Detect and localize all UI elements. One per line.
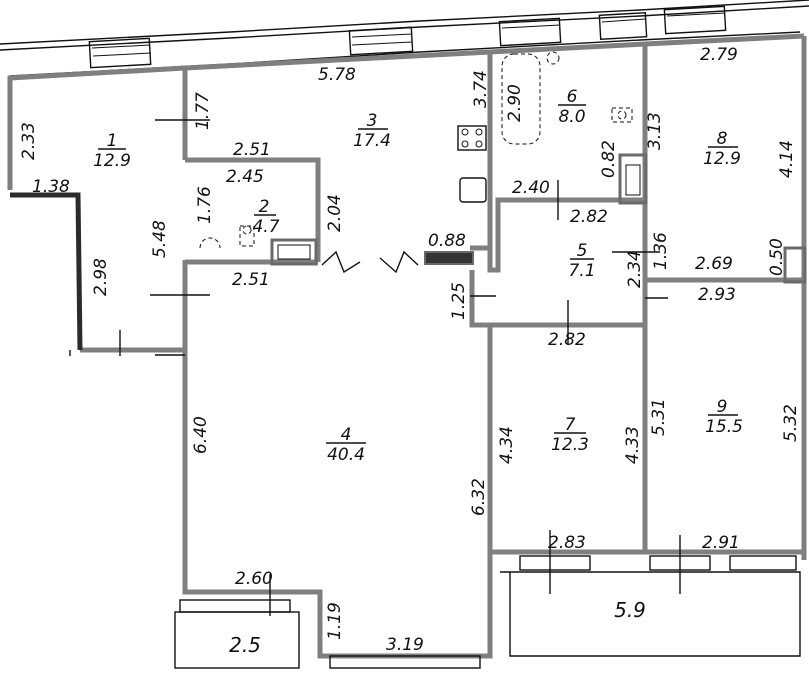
room-label-1: 1 12.9 (93, 131, 131, 171)
svg-text:8: 8 (717, 129, 728, 149)
svg-text:3: 3 (367, 111, 378, 131)
window (663, 5, 727, 35)
dim-label: 1.19 (325, 602, 345, 640)
room-label-3: 3 17.4 (353, 111, 391, 151)
dim-label: 0.88 (428, 231, 466, 251)
inner-walls (185, 52, 807, 552)
dim-label: 2.93 (698, 285, 736, 305)
room-label-5: 5 7.1 (568, 241, 595, 281)
dim-label: 4.14 (777, 140, 797, 178)
balcony-label-right: 5.9 (614, 598, 646, 622)
room-label-8: 8 12.9 (703, 129, 741, 169)
outer-walls (7, 33, 807, 659)
svg-text:2.5: 2.5 (229, 633, 261, 657)
dimension-labels-vertical: 3.74 2.90 2.33 1.77 1.76 5.48 2.04 3.13 … (19, 70, 801, 640)
vent (424, 251, 474, 265)
dim-label: 2.45 (226, 167, 264, 187)
balcony-label-left: 2.5 (229, 633, 261, 657)
dim-label: 2.82 (548, 330, 586, 350)
svg-text:12.9: 12.9 (93, 151, 131, 171)
dim-label: 3.74 (471, 70, 491, 108)
dim-label: 2.51 (232, 270, 270, 290)
dim-label: 5.32 (781, 404, 801, 442)
room-label-4: 4 40.4 (326, 425, 366, 465)
dim-label: 2.34 (625, 250, 645, 288)
svg-text:7: 7 (565, 415, 576, 435)
toilet-2 (199, 225, 255, 249)
dim-label: 2.51 (233, 140, 271, 160)
dim-label: 2.79 (700, 45, 738, 65)
dim-label: 5.78 (318, 65, 356, 85)
balcony-left (174, 599, 300, 669)
window (498, 17, 562, 47)
bathtub (501, 51, 560, 145)
dim-label: 1.76 (195, 186, 215, 224)
window (88, 37, 152, 69)
dim-label: 3.13 (645, 112, 665, 150)
svg-text:15.5: 15.5 (705, 417, 743, 437)
shaft (270, 238, 318, 266)
svg-text:2: 2 (259, 197, 270, 217)
dim-label: 6.32 (469, 478, 489, 516)
shaft (618, 153, 648, 205)
svg-text:40.4: 40.4 (327, 445, 365, 465)
dim-label: 2.82 (570, 207, 608, 227)
svg-text:5.9: 5.9 (614, 598, 646, 622)
dim-label: 5.48 (150, 220, 170, 258)
window-bottom (329, 655, 481, 669)
dim-label: 6.40 (191, 416, 211, 454)
facade-top (0, 0, 809, 77)
shaft-inner (625, 164, 641, 196)
dim-label: 2.91 (702, 533, 740, 553)
toilet (611, 107, 633, 123)
dim-label: 2.04 (325, 194, 345, 232)
dim-label: 0.82 (599, 140, 619, 178)
sink (459, 177, 487, 203)
dim-label: 4.34 (497, 426, 517, 464)
svg-text:1: 1 (107, 131, 118, 151)
svg-text:12.3: 12.3 (551, 435, 589, 455)
dim-label: 1.38 (32, 177, 70, 197)
room-label-2: 2 4.7 (252, 197, 279, 237)
dim-label: 1.36 (651, 232, 671, 270)
dim-label: 2.69 (695, 254, 733, 274)
room-label-9: 9 15.5 (705, 397, 743, 437)
dim-label: 2.98 (91, 258, 111, 296)
entry-door (321, 250, 419, 274)
dim-label: 2.33 (19, 122, 39, 160)
dim-label: 2.40 (512, 178, 550, 198)
svg-text:6: 6 (567, 87, 578, 107)
stove (457, 125, 487, 151)
dimension-labels: 5.78 2.79 1.38 2.51 2.45 2.40 2.82 0.88 … (32, 45, 740, 655)
dim-label: 2.60 (235, 569, 273, 589)
svg-text:8.0: 8.0 (558, 107, 585, 127)
dim-label: 5.31 (649, 398, 669, 436)
room-label-6: 6 8.0 (558, 87, 586, 127)
dim-label: 2.83 (548, 533, 586, 553)
svg-text:4.7: 4.7 (252, 217, 279, 237)
dim-label: 2.90 (505, 84, 525, 122)
dim-label: 1.77 (193, 92, 213, 130)
window (348, 26, 414, 56)
shaft-inner (277, 244, 311, 260)
dim-label: 0.50 (767, 238, 787, 276)
dim-label: 1.25 (449, 282, 469, 320)
svg-text:17.4: 17.4 (353, 131, 391, 151)
svg-text:9: 9 (717, 397, 728, 417)
room-marks (119, 119, 681, 616)
dim-label: 4.33 (623, 426, 643, 464)
shaft (783, 246, 807, 284)
window (598, 11, 648, 41)
svg-text:5: 5 (577, 241, 588, 261)
balcony-right (500, 555, 801, 657)
dim-label: 3.19 (386, 635, 424, 655)
svg-text:7.1: 7.1 (568, 261, 595, 281)
svg-text:12.9: 12.9 (703, 149, 741, 169)
svg-text:4: 4 (341, 425, 352, 445)
room-label-7: 7 12.3 (551, 415, 589, 455)
